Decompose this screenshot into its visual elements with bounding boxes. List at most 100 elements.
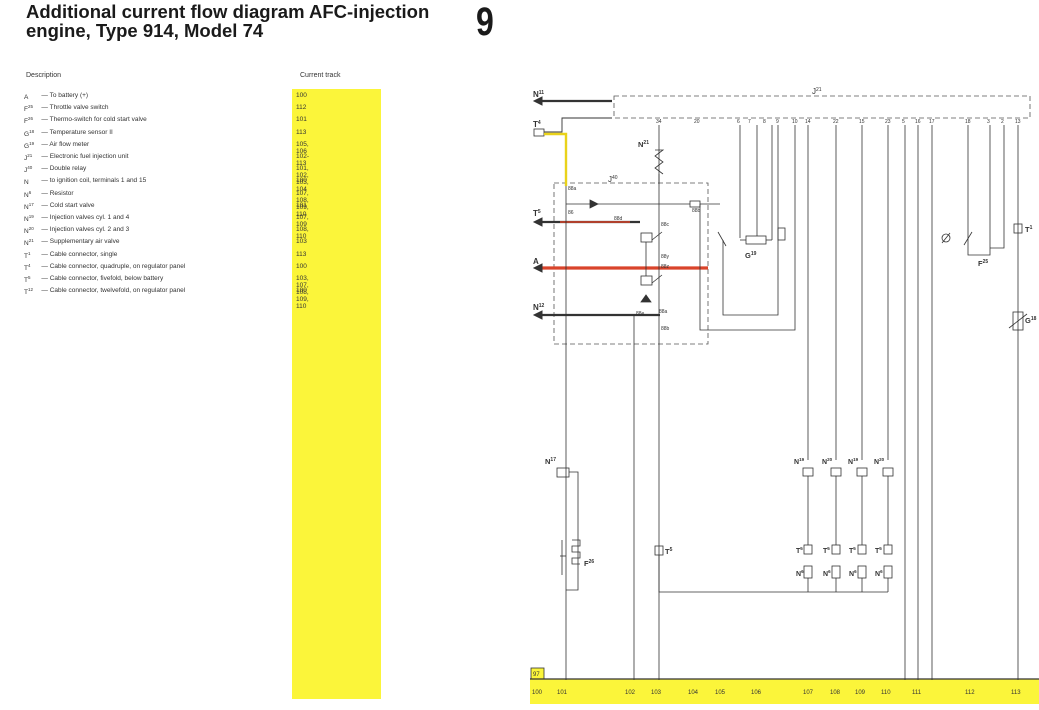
legend-code: A xyxy=(24,94,29,102)
current-track-highlight xyxy=(292,89,381,699)
legend-code: N19 xyxy=(24,214,34,224)
j21-pin-label: 20 xyxy=(694,119,700,125)
track-label: 104 xyxy=(688,690,699,696)
f25-loop xyxy=(967,238,991,256)
legend-code: F25 xyxy=(24,104,33,114)
t5c-label-1: T5 xyxy=(796,546,803,555)
legend-track: 100 xyxy=(296,92,307,99)
legend-row: T4 — Cable connector, quadruple, on regu… xyxy=(24,263,307,275)
track-label: 108 xyxy=(830,690,841,696)
legend-code: T1 xyxy=(24,250,31,260)
page-title: Additional current flow diagram AFC-inje… xyxy=(26,2,429,40)
j21-pin-label: 16 xyxy=(915,119,921,125)
title-line-1: Additional current flow diagram AFC-inje… xyxy=(26,1,430,22)
t5-arrow xyxy=(532,217,543,227)
legend-track: 101 xyxy=(296,201,307,209)
j21-pin-label: 3 xyxy=(987,119,990,125)
f26-label: F26 xyxy=(584,559,594,568)
track-label: 107 xyxy=(803,690,814,696)
j21-pin-label: 23 xyxy=(885,119,891,125)
n12-label: N12 xyxy=(533,303,545,312)
j21-label: J21 xyxy=(812,87,822,96)
j21-pin-label: 22 xyxy=(833,119,839,125)
g18-sensor xyxy=(1012,311,1024,331)
legend-description: — to ignition coil, terminals 1 and 15 xyxy=(36,177,147,185)
n17-return xyxy=(566,471,579,591)
t1-label: T1 xyxy=(1025,225,1033,234)
svg-text:88d: 88d xyxy=(614,216,623,222)
left-arrows xyxy=(532,96,708,320)
t5-label: T5 xyxy=(533,209,541,218)
current-track-header: Current track xyxy=(300,72,341,79)
a-arrow xyxy=(532,263,543,273)
track-label: 109 xyxy=(855,690,866,696)
track-number-bar xyxy=(530,679,1039,704)
legend-track: 103 xyxy=(296,238,307,246)
legend-description: — Cold start valve xyxy=(36,201,95,209)
injector-return-bus xyxy=(658,555,888,593)
f25-contact xyxy=(963,231,973,246)
legend-track: 101, 102, 103, 104 xyxy=(296,165,309,194)
description-header: Description xyxy=(26,72,62,79)
f25-lead xyxy=(990,238,1005,249)
legend-track: 113 xyxy=(296,128,307,136)
g18-label: G18 xyxy=(1025,316,1037,325)
j21-pin-label: 14 xyxy=(805,119,811,125)
f25-label: F25 xyxy=(978,259,988,268)
legend-code: N6 xyxy=(24,189,32,199)
svg-text:88b: 88b xyxy=(661,326,670,332)
j21-pin-label: 15 xyxy=(859,119,865,125)
n11-arrow xyxy=(532,96,543,106)
injector-labels: N19 N20 N19 N20 T5 T5 T5 T5 N6 N6 N6 N6 xyxy=(794,457,885,578)
legend-row: A — To battery (+)100 xyxy=(24,92,307,104)
t4-top-wire xyxy=(544,117,612,133)
j21-pin-label: 34 xyxy=(656,119,662,125)
t5-label-103: T5 xyxy=(665,547,673,556)
t5c-label-2: T5 xyxy=(823,546,830,555)
legend-description: — Double relay xyxy=(36,165,87,173)
n6-label-1: N6 xyxy=(796,569,804,578)
svg-text:88b: 88b xyxy=(692,208,701,214)
track-label: 105 xyxy=(715,690,726,696)
legend-description: — Cable connector, single xyxy=(36,250,118,258)
legend-code: F26 xyxy=(24,116,33,126)
n19b-label: N19 xyxy=(848,457,859,466)
relay-coil-1 xyxy=(640,232,653,243)
legend-code: N20 xyxy=(24,226,34,236)
legend-track: 100 xyxy=(296,262,307,270)
legend-row: T5 — Cable connector, fivefold, below ba… xyxy=(24,275,309,310)
relay-to-pin10 xyxy=(699,125,796,331)
legend-code: T12 xyxy=(24,287,33,297)
g19-air-flow-meter xyxy=(739,125,786,245)
legend-description: — Thermo-switch for cold start valve xyxy=(36,116,147,124)
svg-text:88a: 88a xyxy=(659,309,668,315)
legend-track: 112 xyxy=(296,104,307,112)
svg-text:88a: 88a xyxy=(568,186,577,192)
track-label: 106 xyxy=(751,690,762,696)
t5c-label-4: T5 xyxy=(875,546,882,555)
n20a-label: N20 xyxy=(822,457,833,466)
j21-pin-label: 18 xyxy=(965,119,971,125)
legend-description: — Air flow meter xyxy=(36,140,90,148)
legend-row: N — to ignition coil, terminals 1 and 15… xyxy=(24,177,307,189)
n21-label: N21 xyxy=(638,140,649,149)
legend-track: 100 xyxy=(296,287,307,295)
legend-description: — Injection valves cyl. 1 and 4 xyxy=(36,214,130,221)
legend-code: N21 xyxy=(24,238,34,248)
track-label: 111 xyxy=(912,690,922,696)
j21-pin-label: 17 xyxy=(929,119,935,125)
diode-1 xyxy=(589,199,599,209)
n17-label: N17 xyxy=(545,457,556,466)
n21-heater xyxy=(654,149,665,175)
t4-label: T4 xyxy=(533,120,541,129)
j21-pin-label: 5 xyxy=(902,119,905,125)
